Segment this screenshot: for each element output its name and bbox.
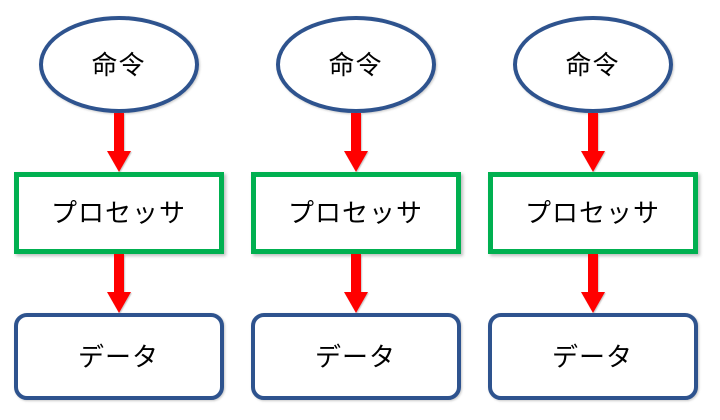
instruction-label: 命令 bbox=[328, 49, 383, 80]
down-arrow-icon bbox=[580, 113, 605, 172]
processor-node: プロセッサ bbox=[13, 172, 224, 254]
instruction-label: 命令 bbox=[91, 49, 146, 80]
instruction-label: 命令 bbox=[565, 49, 620, 80]
down-arrow-icon bbox=[580, 254, 605, 313]
data-node: データ bbox=[250, 313, 461, 400]
data-node: データ bbox=[13, 313, 224, 400]
down-arrow-icon bbox=[343, 113, 368, 172]
processor-node: プロセッサ bbox=[250, 172, 461, 254]
processor-label: プロセッサ bbox=[287, 198, 423, 228]
down-arrow-icon bbox=[343, 254, 368, 313]
data-label: データ bbox=[77, 341, 159, 372]
pipeline-column-1: 命令 プロセッサ データ bbox=[0, 0, 237, 420]
pipeline-column-3: 命令 プロセッサ データ bbox=[474, 0, 711, 420]
down-arrow-icon bbox=[106, 113, 131, 172]
data-node: データ bbox=[487, 313, 698, 400]
instruction-node: 命令 bbox=[512, 16, 673, 113]
data-label: データ bbox=[314, 341, 396, 372]
processor-node: プロセッサ bbox=[487, 172, 698, 254]
processor-label: プロセッサ bbox=[524, 198, 660, 228]
pipeline-column-2: 命令 プロセッサ データ bbox=[237, 0, 474, 420]
down-arrow-icon bbox=[106, 254, 131, 313]
instruction-node: 命令 bbox=[38, 16, 199, 113]
processor-label: プロセッサ bbox=[50, 198, 186, 228]
instruction-node: 命令 bbox=[275, 16, 436, 113]
data-label: データ bbox=[551, 341, 633, 372]
